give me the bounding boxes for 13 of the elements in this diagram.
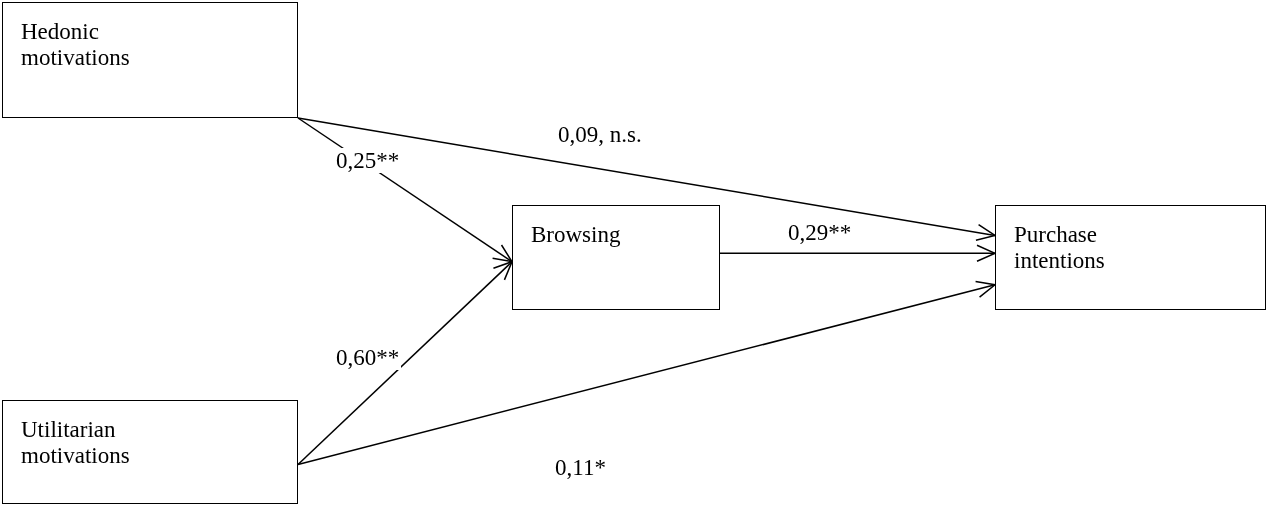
construct-box: [512, 205, 720, 310]
construct-label: Browsing: [531, 222, 622, 249]
construct-box: [2, 400, 298, 504]
construct-label: Utilitarian motivations: [21, 417, 131, 470]
construct-label: Hedonic motivations: [21, 19, 131, 72]
arrow: [297, 280, 996, 466]
edge-label: 0,25**: [334, 148, 402, 173]
construct-box: [995, 205, 1266, 310]
construct-box: [2, 2, 298, 118]
arrow: [297, 260, 513, 466]
construct-label: Purchase intentions: [1014, 222, 1106, 275]
arrow: [297, 117, 996, 242]
arrow: [719, 244, 996, 263]
